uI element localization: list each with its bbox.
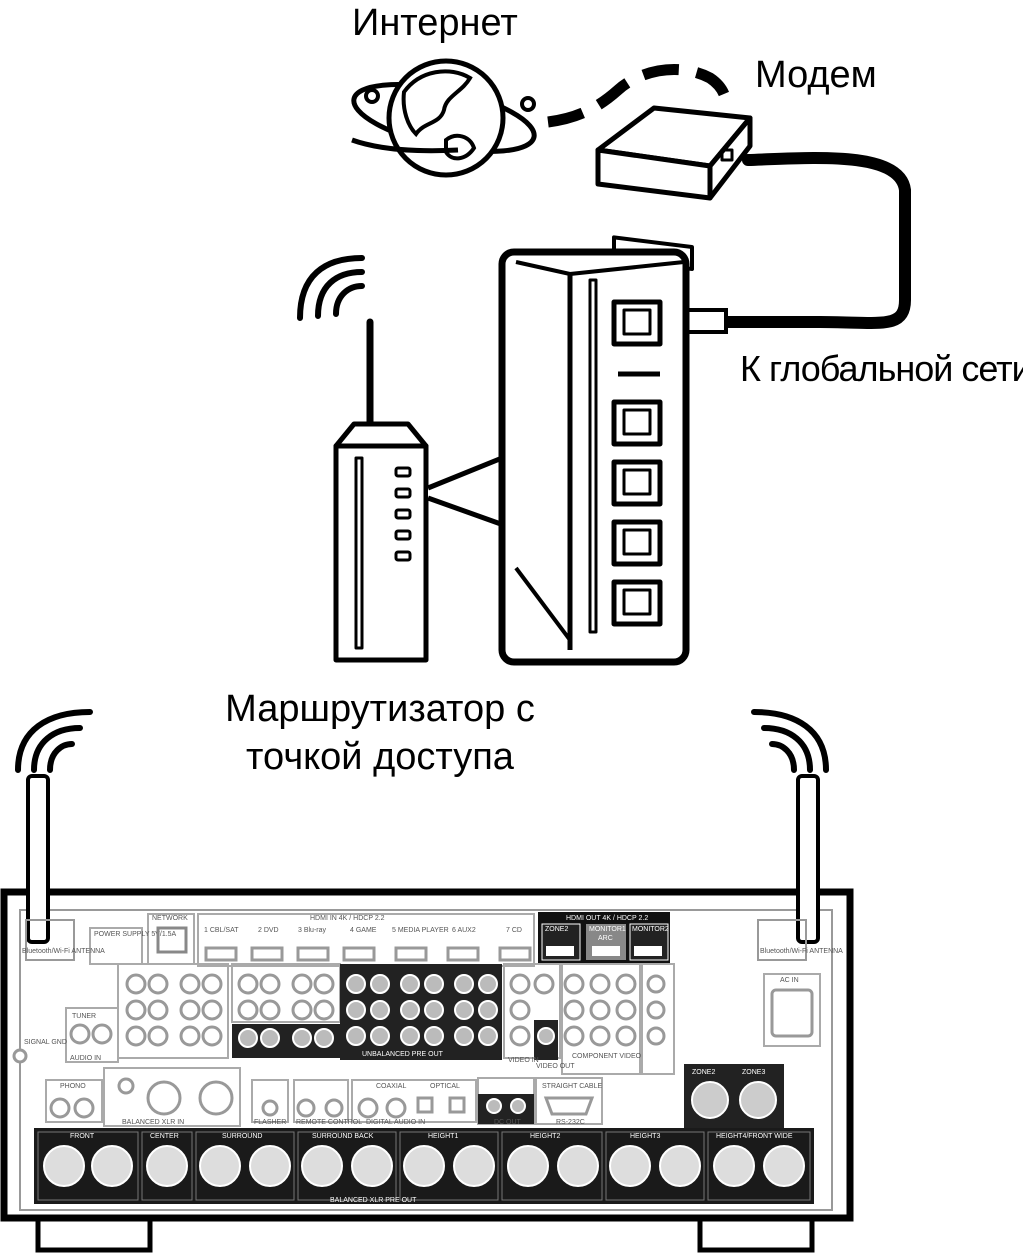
hdmi-out-label: HDMI OUT 4K / HDCP 2.2 (566, 915, 648, 922)
hdmi-in-label: HDMI IN 4K / HDCP 2.2 (310, 915, 385, 922)
zone-out-label: ZONE3 (742, 1069, 765, 1076)
component-video-label: COMPONENT VIDEO (572, 1053, 642, 1060)
network-port (156, 926, 188, 954)
internet-link-dashed (547, 63, 732, 128)
wan-label: К глобальной сети (740, 348, 1023, 389)
rca-jacks (12, 973, 666, 1119)
hdmi-out-port-label: ZONE2 (545, 926, 568, 933)
antenna-left-wifi-icon (15, 709, 93, 773)
router-port-detail (498, 248, 690, 666)
antenna-right-label: Bluetooth/Wi-Fi ANTENNA (760, 948, 843, 955)
hdmi-in-port-label: 7 CD (506, 927, 522, 934)
router-icon (333, 318, 429, 663)
pre-out-group-label: HEIGHT2 (530, 1133, 560, 1140)
unbalanced-pre-out-label: UNBALANCED PRE OUT (362, 1051, 444, 1058)
arc-label: ARC (598, 935, 613, 942)
antenna-left-icon (25, 774, 75, 961)
balanced-xlr-pre-out-label: BALANCED XLR PRE OUT (330, 1197, 417, 1204)
antenna-right-wifi-icon (751, 709, 829, 773)
dc-out-label: DC OUT (494, 1119, 522, 1126)
ac-in-label: AC IN (780, 977, 799, 984)
hdmi-in-port-label: 2 DVD (258, 927, 279, 934)
antenna-right-icon (757, 774, 820, 961)
pre-out-group-label: HEIGHT1 (428, 1133, 458, 1140)
network-label: NETWORK (152, 915, 188, 922)
balanced-xlr-in-label: BALANCED XLR IN (122, 1119, 184, 1126)
rs232c-label: RS-232C (556, 1119, 585, 1126)
straight-cable-label: STRAIGHT CABLE (542, 1083, 602, 1090)
pre-out-group-label: HEIGHT3 (630, 1133, 660, 1140)
wan-cable (716, 152, 911, 329)
pre-out-group-label: FRONT (70, 1133, 95, 1140)
hdmi-in-port-label: 1 CBL/SAT (204, 927, 239, 934)
hdmi-out-port-label: MONITOR2 (632, 926, 669, 933)
xlr-pre-out-jacks (43, 1145, 805, 1187)
router-wifi-icon (297, 255, 365, 321)
router-label-line1: Маршрутизатор с (225, 688, 535, 730)
hdmi-in-port-label: 3 Blu-ray (298, 927, 327, 934)
pre-out-group-label: SURROUND BACK (312, 1133, 374, 1140)
modem-label: Модем (755, 54, 877, 96)
remote-control-label: REMOTE CONTROL (296, 1119, 362, 1126)
hdmi-in-port-label: 5 MEDIA PLAYER (392, 927, 449, 934)
unbalanced-pre-out-block (340, 964, 502, 1060)
antenna-left-label: Bluetooth/Wi-Fi ANTENNA (22, 948, 105, 955)
coaxial-label: COAXIAL (376, 1083, 406, 1090)
xlr-in-jacks (117, 1077, 234, 1116)
tuner-label: TUNER (72, 1013, 96, 1020)
flasher-label: FLASHER (254, 1119, 286, 1126)
power-supply-label: POWER SUPPLY 5V/1.5A (94, 931, 177, 938)
zone-out-label: ZONE2 (692, 1069, 715, 1076)
audio-in-label: AUDIO IN (70, 1055, 101, 1062)
pre-out-group-label: HEIGHT4/FRONT WIDE (716, 1133, 793, 1140)
hdmi-in-ports (204, 946, 532, 962)
modem-icon (595, 105, 753, 271)
digital-audio-in-label: DIGITAL AUDIO IN (366, 1119, 425, 1126)
pre-out-group-label: CENTER (150, 1133, 179, 1140)
signal-gnd-label: SIGNAL GND (24, 1039, 67, 1046)
av-receiver-rear-panel: NETWORK HDMI IN 4K / HDCP 2.2 POWER SUPP… (0, 709, 854, 1253)
pre-out-group-label: SURROUND (222, 1133, 262, 1140)
router-label-line2: точкой доступа (246, 736, 514, 778)
hdmi-out-port-label: MONITOR1 (589, 926, 626, 933)
hdmi-in-port-label: 6 AUX2 (452, 927, 476, 934)
router-label: Маршрутизатор с точкой доступа (150, 685, 610, 781)
phono-label: PHONO (60, 1083, 86, 1090)
internet-label: Интернет (352, 2, 518, 44)
video-out-label: VIDEO OUT (536, 1063, 575, 1070)
video-in-label: VIDEO IN (508, 1057, 539, 1064)
optical-label: OPTICAL (430, 1083, 460, 1090)
globe-icon (351, 58, 537, 178)
ac-inlet (770, 988, 814, 1038)
hdmi-in-port-label: 4 GAME (350, 927, 377, 934)
